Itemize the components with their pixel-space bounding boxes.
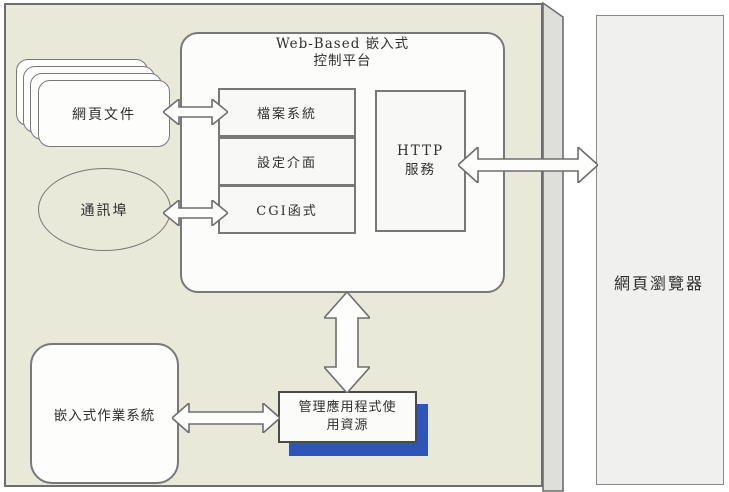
web-documents-card: 網頁文件 [38,80,170,147]
http-service-line1: HTTP [396,143,445,159]
arrow-os-resource-icon [172,403,280,433]
resource-manager-box: 管理應用程式使 用資源 [278,391,417,443]
module-config-ui: 設定介面 [218,137,356,186]
resource-manager-line1: 管理應用程式使 [298,400,397,415]
arrow-platform-resource-icon [324,292,370,393]
control-platform-title: Web-Based 嵌入式 控制平台 [180,36,505,70]
arrow-commport-cgi-icon [163,200,228,226]
module-cgi-functions: CGI函式 [218,185,356,234]
system-slab-side [542,1,564,492]
web-browser-label: 網頁瀏覽器 [613,274,704,293]
resource-manager-line2: 用資源 [326,418,369,433]
platform-title-line1: Web-Based 嵌入式 [275,36,410,52]
arrow-webdocs-filesystem-icon [163,99,228,125]
arrow-http-browser-icon [458,147,598,183]
embedded-os-box: 嵌入式作業系統 [30,343,179,484]
platform-title-line2: 控制平台 [313,53,372,69]
module-file-system: 檔案系統 [218,88,356,137]
http-service-box: HTTP 服務 [375,90,466,232]
comm-port-ellipse: 通訊埠 [38,168,171,251]
http-service-line2: 服務 [405,162,436,178]
web-browser-box [596,15,724,485]
